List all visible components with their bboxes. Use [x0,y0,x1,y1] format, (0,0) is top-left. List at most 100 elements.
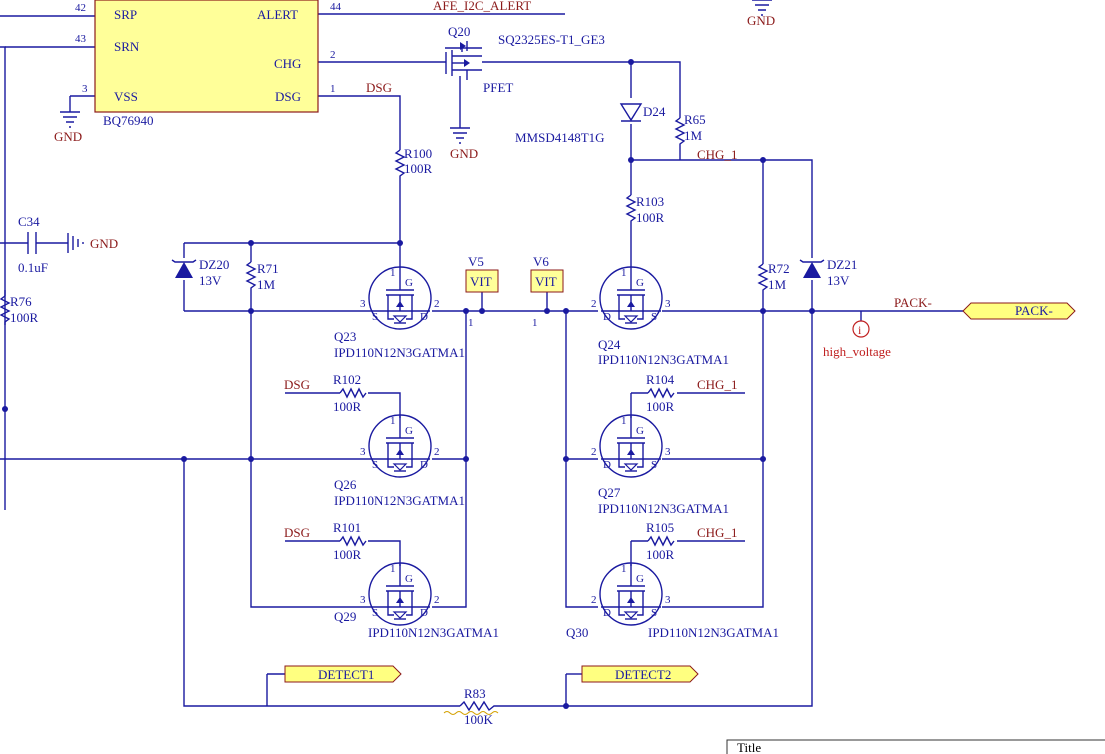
pin-dsg: DSG [275,89,301,104]
svg-text:R103: R103 [636,194,664,209]
resistor-r65[interactable]: R65 1M [674,112,706,145]
zener-dz20[interactable]: DZ20 13V [171,257,229,288]
svg-text:R105: R105 [646,520,674,535]
net-pack-minus: PACK- [894,295,932,310]
svg-text:100R: 100R [646,547,675,562]
mosfet-q23-pin-left: 3 [360,298,366,310]
svg-text:VIT: VIT [535,274,557,289]
svg-text:1M: 1M [768,277,787,292]
svg-text:high_voltage: high_voltage [823,344,891,359]
pin-alert: ALERT [257,7,298,22]
svg-text:R102: R102 [333,372,361,387]
mosfet-q29-pin-gate: 1 [390,563,396,575]
capacitor-c34[interactable]: C34 0.1uF [18,214,48,275]
mosfet-q30-label-left: D [603,607,611,619]
svg-text:DETECT2: DETECT2 [615,667,671,682]
port-detect2[interactable]: DETECT2 [581,665,699,683]
mosfet-q26-pin-right: 2 [434,446,440,458]
resistor-r101[interactable]: R101 100R [333,520,367,562]
port-pack-minus[interactable]: PACK- [962,302,1076,320]
svg-text:PFET: PFET [483,80,513,95]
mosfet-q27-pin-gate: 1 [621,415,627,427]
zener-dz21[interactable]: DZ21 13V [799,257,857,288]
resistor-r105[interactable]: R105 100R [646,520,675,562]
q24-part: IPD110N12N3GATMA1 [598,352,729,367]
mosfet-q23-label-g: G [405,277,413,289]
resistor-r103[interactable]: R103 100R [625,194,665,228]
resistor-r100[interactable]: R100 100R [394,146,433,182]
svg-text:R65: R65 [684,112,706,127]
mosfet-q26-label-g: G [405,425,413,437]
svg-text:GND: GND [450,146,478,161]
svg-text:13V: 13V [827,273,850,288]
pfet-q20[interactable]: Q20 SQ2325ES-T1_GE3 PFET [438,24,605,95]
mosfet-q30-label-right: S [651,607,657,619]
title-block: Title [726,739,1105,754]
resistor-r72[interactable]: R72 1M [757,261,790,296]
svg-text:R104: R104 [646,372,675,387]
vit-flag-v5[interactable]: V5 VIT 1 [465,254,499,329]
mosfet-q30-pin-gate: 1 [621,563,627,575]
svg-text:V5: V5 [468,254,484,269]
mosfet-q24-label-right: S [651,311,657,323]
resistor-r104[interactable]: R104 100R [646,372,675,414]
q23-part: IPD110N12N3GATMA1 [334,345,465,360]
svg-text:R83: R83 [464,686,486,701]
net-dsg-top: DSG [366,80,392,95]
svg-text:MMSD4148T1G: MMSD4148T1G [515,130,605,145]
mosfet-q29-pin-left: 3 [360,594,366,606]
svg-text:R100: R100 [404,146,432,161]
resistor-r76[interactable]: R76 100R [0,294,39,325]
svg-text:100R: 100R [646,399,675,414]
svg-text:1: 1 [468,317,474,329]
net-dsg-r101: DSG [284,525,310,540]
mosfet-q24-pin-right: 3 [665,298,671,310]
net-afe-alert: AFE_I2C_ALERT [433,0,531,13]
q26-ref: Q26 [334,477,357,492]
mosfet-q26-label-left: S [372,459,378,471]
pinnum-43: 43 [75,33,87,45]
svg-text:PACK-: PACK- [1015,303,1053,318]
mosfet-q26-label-right: D [420,459,428,471]
mosfet-q23-label-left: S [372,311,378,323]
svg-text:DZ20: DZ20 [199,257,229,272]
vit-flag-v6[interactable]: V6 VIT 1 [530,254,564,329]
mosfet-q30-pin-right: 3 [665,594,671,606]
svg-text:R76: R76 [10,294,32,309]
svg-text:100R: 100R [10,310,39,325]
mosfet-q23-pin-right: 2 [434,298,440,310]
pinnum-2: 2 [330,49,336,61]
svg-text:100R: 100R [333,399,362,414]
bq76940-ic[interactable]: SRP SRN VSS ALERT CHG DSG 42 43 3 44 2 1… [75,0,342,128]
q27-ref: Q27 [598,485,621,500]
mosfet-q24-label-left: D [603,311,611,323]
resistor-r102[interactable]: R102 100R [333,372,367,414]
svg-text:Q20: Q20 [448,24,470,39]
svg-text:i: i [858,323,862,337]
svg-text:DETECT1: DETECT1 [318,667,374,682]
mosfet-q27-pin-left: 2 [591,446,597,458]
svg-text:R71: R71 [257,261,279,276]
svg-text:GND: GND [747,13,775,28]
mosfet-q26-pin-gate: 1 [390,415,396,427]
net-chg-r105: CHG_1 [697,525,737,540]
diode-d24[interactable]: D24 MMSD4148T1G [515,103,666,145]
pinnum-44: 44 [330,1,342,13]
mosfet-q23-pin-gate: 1 [390,267,396,279]
net-chg-r104: CHG_1 [697,377,737,392]
port-detect1[interactable]: DETECT1 [284,665,402,683]
svg-text:VIT: VIT [470,274,492,289]
resistor-r71[interactable]: R71 1M [245,261,279,296]
resistor-r83[interactable]: R83 100K [443,686,500,727]
pinnum-1: 1 [330,83,336,95]
gnd-symbol-ic: GND [54,111,82,144]
q29-ref: Q29 [334,609,356,624]
high-voltage-marker[interactable]: i high_voltage [823,320,891,359]
